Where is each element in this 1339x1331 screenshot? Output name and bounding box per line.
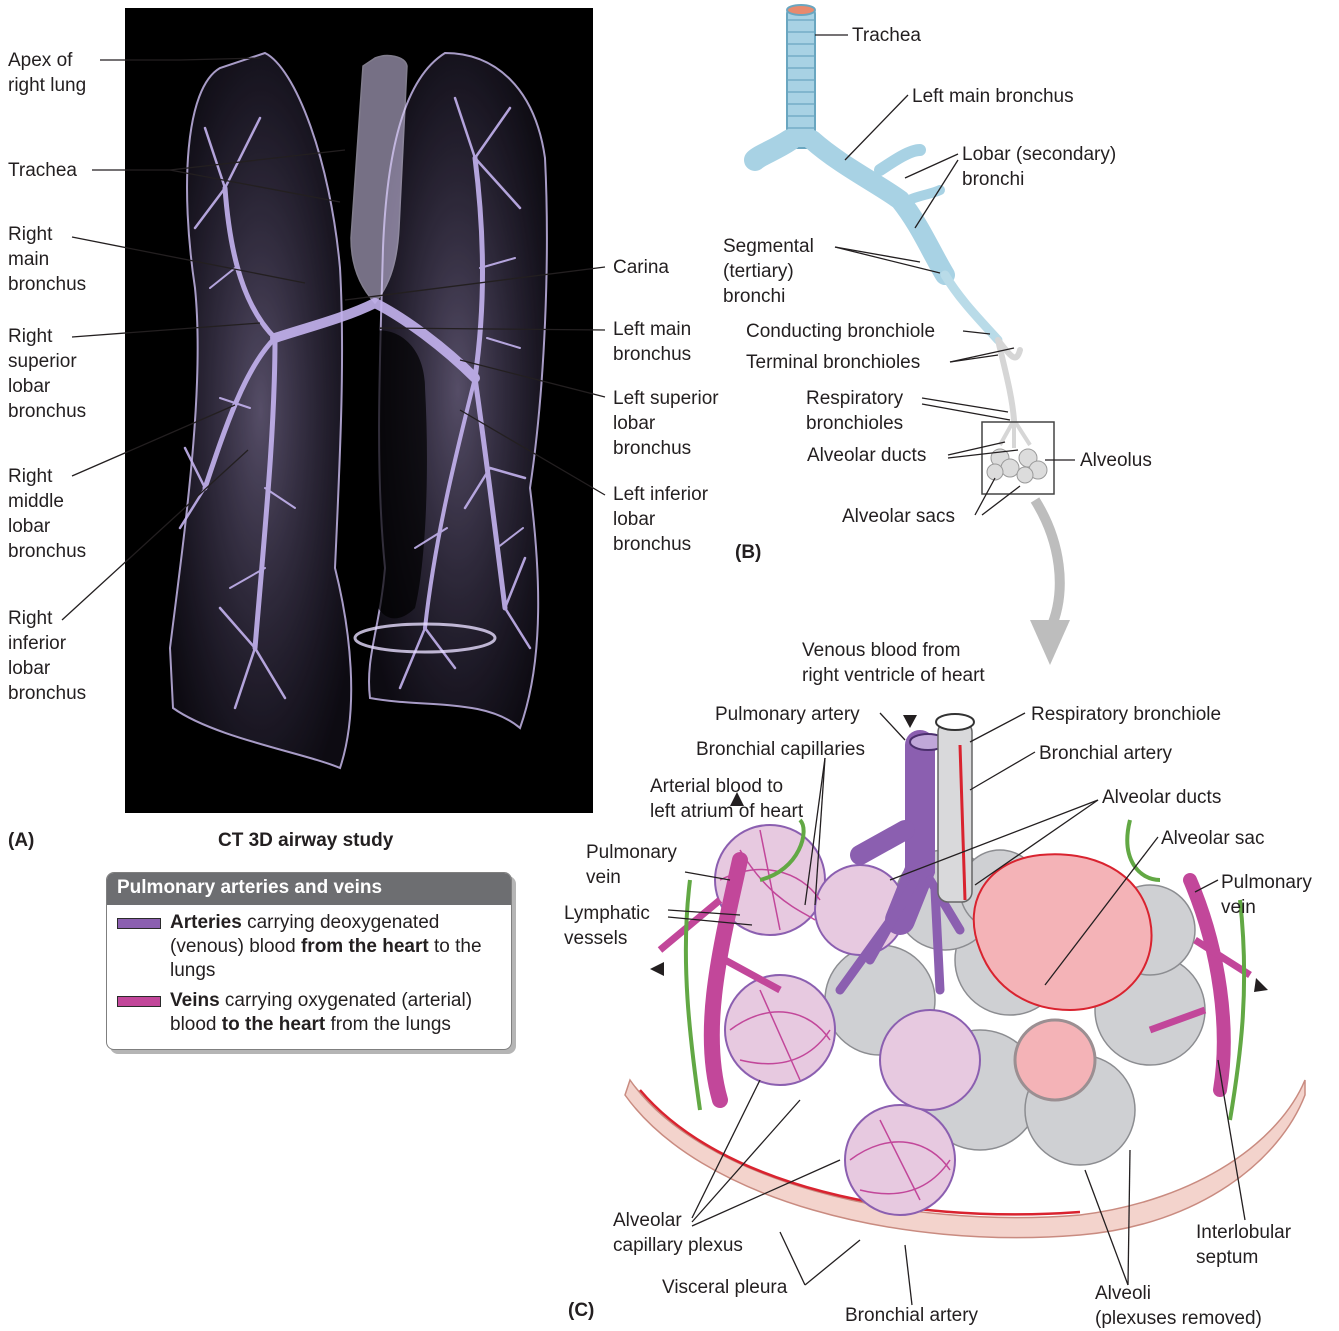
- panel-b-letter: (B): [735, 540, 761, 565]
- label-interlobular-septum: Interlobular septum: [1196, 1220, 1291, 1270]
- label-right-middle-lobar: Right middle lobar bronchus: [8, 464, 86, 564]
- label-apex: Apex of right lung: [8, 48, 86, 98]
- label-lymphatic-vessels: Lymphatic vessels: [564, 901, 650, 951]
- label-respiratory-bronchiole: Respiratory bronchiole: [1031, 702, 1221, 727]
- label-arterial-blood: Arterial blood to left atrium of heart: [650, 774, 803, 824]
- label-alveolar-ducts-c: Alveolar ducts: [1102, 785, 1221, 810]
- label-pulmonary-vein-left: Pulmonary vein: [586, 840, 677, 890]
- label-terminal-bronchioles: Terminal bronchioles: [746, 350, 920, 375]
- label-trachea-b: Trachea: [852, 23, 921, 48]
- label-right-superior-lobar: Right superior lobar bronchus: [8, 324, 86, 424]
- label-alveolus: Alveolus: [1080, 448, 1152, 473]
- label-venous-blood: Venous blood from right ventricle of hea…: [802, 638, 985, 688]
- label-right-inferior-lobar: Right inferior lobar bronchus: [8, 606, 86, 706]
- label-bronchial-artery-bottom: Bronchial artery: [845, 1303, 978, 1328]
- label-alveolar-sac: Alveolar sac: [1161, 826, 1265, 851]
- panel-c-letter: (C): [568, 1298, 594, 1323]
- artery-swatch: [117, 918, 161, 929]
- label-carina: Carina: [613, 255, 669, 280]
- label-right-main-bronchus: Right main bronchus: [8, 222, 86, 297]
- label-left-main-bronchus-a: Left main bronchus: [613, 317, 691, 367]
- legend-veins: Veins carrying oxygenated (arterial) blo…: [107, 989, 511, 1037]
- legend-box: Pulmonary arteries and veins Arteries ca…: [106, 872, 512, 1050]
- label-trachea-a: Trachea: [8, 158, 77, 183]
- label-left-superior-lobar: Left superior lobar bronchus: [613, 386, 719, 461]
- panel-a-letter: (A): [8, 828, 34, 853]
- label-segmental-bronchi: Segmental (tertiary) bronchi: [723, 234, 814, 309]
- label-alveoli: Alveoli (plexuses removed): [1095, 1281, 1262, 1331]
- panel-a-caption: CT 3D airway study: [218, 828, 393, 853]
- legend-arteries: Arteries carrying deoxygenated (venous) …: [107, 911, 511, 983]
- label-pulmonary-vein-right: Pulmonary vein: [1221, 870, 1312, 920]
- label-alveolar-sacs: Alveolar sacs: [842, 504, 955, 529]
- label-left-inferior-lobar: Left inferior lobar bronchus: [613, 482, 708, 557]
- label-alveolar-capillary-plexus: Alveolar capillary plexus: [613, 1208, 743, 1258]
- legend-title: Pulmonary arteries and veins: [107, 873, 511, 905]
- label-bronchial-artery-top: Bronchial artery: [1039, 741, 1172, 766]
- label-pulmonary-artery: Pulmonary artery: [715, 702, 860, 727]
- label-lobar-bronchi: Lobar (secondary) bronchi: [962, 142, 1116, 192]
- label-left-main-bronchus-b: Left main bronchus: [912, 84, 1074, 109]
- label-bronchial-capillaries: Bronchial capillaries: [696, 737, 865, 762]
- label-visceral-pleura: Visceral pleura: [662, 1275, 787, 1300]
- label-alveolar-ducts-b: Alveolar ducts: [807, 443, 926, 468]
- label-conducting-bronchiole: Conducting bronchiole: [746, 319, 935, 344]
- label-respiratory-bronchioles: Respiratory bronchioles: [806, 386, 903, 436]
- vein-swatch: [117, 996, 161, 1007]
